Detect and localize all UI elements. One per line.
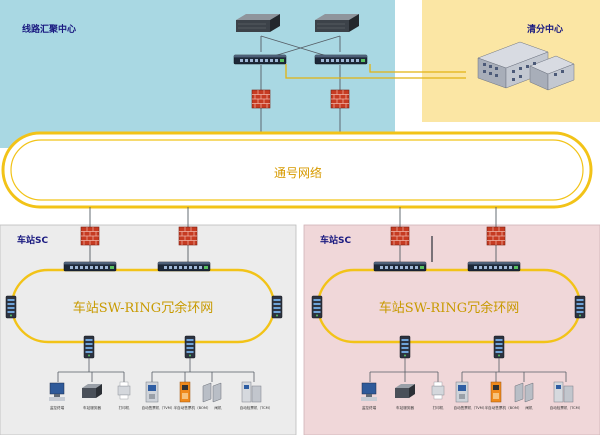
building-icon <box>477 41 575 91</box>
server-icon <box>235 13 281 33</box>
server-icon <box>395 384 415 398</box>
industrial-switch-icon <box>311 295 323 319</box>
device-label: 监控终端 <box>362 405 377 410</box>
industrial-switch-icon <box>83 335 95 359</box>
industrial-switch-icon <box>399 335 411 359</box>
industrial-switch-icon <box>5 295 17 319</box>
device-label: 自动售票机（TVM） <box>142 405 175 410</box>
ticket-machine-icon <box>553 381 574 403</box>
station-right-title: 车站SC <box>320 234 351 246</box>
station-left-zone <box>0 224 297 435</box>
printer-icon <box>431 381 445 400</box>
industrial-switch-icon <box>271 295 283 319</box>
station-right-zone <box>303 224 600 435</box>
device-label: 车站服务器 <box>396 405 414 410</box>
switch-icon <box>157 261 211 272</box>
computer-icon <box>361 382 377 401</box>
device-label: 闸机 <box>525 405 533 410</box>
device-label: 打印机 <box>119 405 130 410</box>
industrial-switch-icon <box>493 335 505 359</box>
firewall-icon <box>178 226 198 246</box>
ticket-machine-icon <box>241 381 262 403</box>
clearing-center-title: 清分中心 <box>527 23 563 35</box>
industrial-switch-icon <box>184 335 196 359</box>
gate-icon <box>202 382 222 403</box>
device-label: 自动检票机（TCM） <box>240 405 273 410</box>
switch-icon <box>233 54 287 65</box>
device-label: 自动售票机（TVM） <box>454 405 487 410</box>
firewall-icon <box>390 226 410 246</box>
station-left: 车站SW-RING冗余环网 <box>5 226 283 410</box>
firewall-icon <box>80 226 100 246</box>
core-network-label: 通号网络 <box>274 165 322 180</box>
ticket-machine-icon <box>455 381 469 403</box>
server-icon <box>314 13 360 33</box>
switch-icon <box>373 261 427 272</box>
computer-icon <box>49 382 65 401</box>
server-icon <box>82 384 102 398</box>
device-label: 半自动售票机（BOM） <box>484 405 521 410</box>
device-label: 自动检票机（TCM） <box>550 405 583 410</box>
device-label: 闸机 <box>214 405 222 410</box>
switch-icon <box>63 261 117 272</box>
gate-icon <box>514 382 534 403</box>
firewall-icon <box>330 89 350 109</box>
core-network-ring <box>1 131 593 209</box>
device-label: 打印机 <box>433 405 444 410</box>
firewall-icon <box>251 89 271 109</box>
device-label: 监控终端 <box>50 405 65 410</box>
device-label: 半自动售票机（BOM） <box>173 405 210 410</box>
firewall-icon <box>486 226 506 246</box>
ticket-machine-icon <box>490 381 502 403</box>
switch-icon <box>314 54 368 65</box>
ring-label: 车站SW-RING冗余环网 <box>73 300 213 316</box>
switch-icon <box>467 261 521 272</box>
printer-icon <box>117 381 131 400</box>
ticket-machine-icon <box>179 381 191 403</box>
ticket-machine-icon <box>145 381 159 403</box>
station-right: 车站SW-RING冗余环网 <box>311 226 586 410</box>
industrial-switch-icon <box>574 295 586 319</box>
ring-label: 车站SW-RING冗余环网 <box>379 300 519 316</box>
aggregation-center-title: 线路汇聚中心 <box>22 23 76 35</box>
station-left-title: 车站SC <box>17 234 48 246</box>
device-label: 车站服务器 <box>83 405 101 410</box>
